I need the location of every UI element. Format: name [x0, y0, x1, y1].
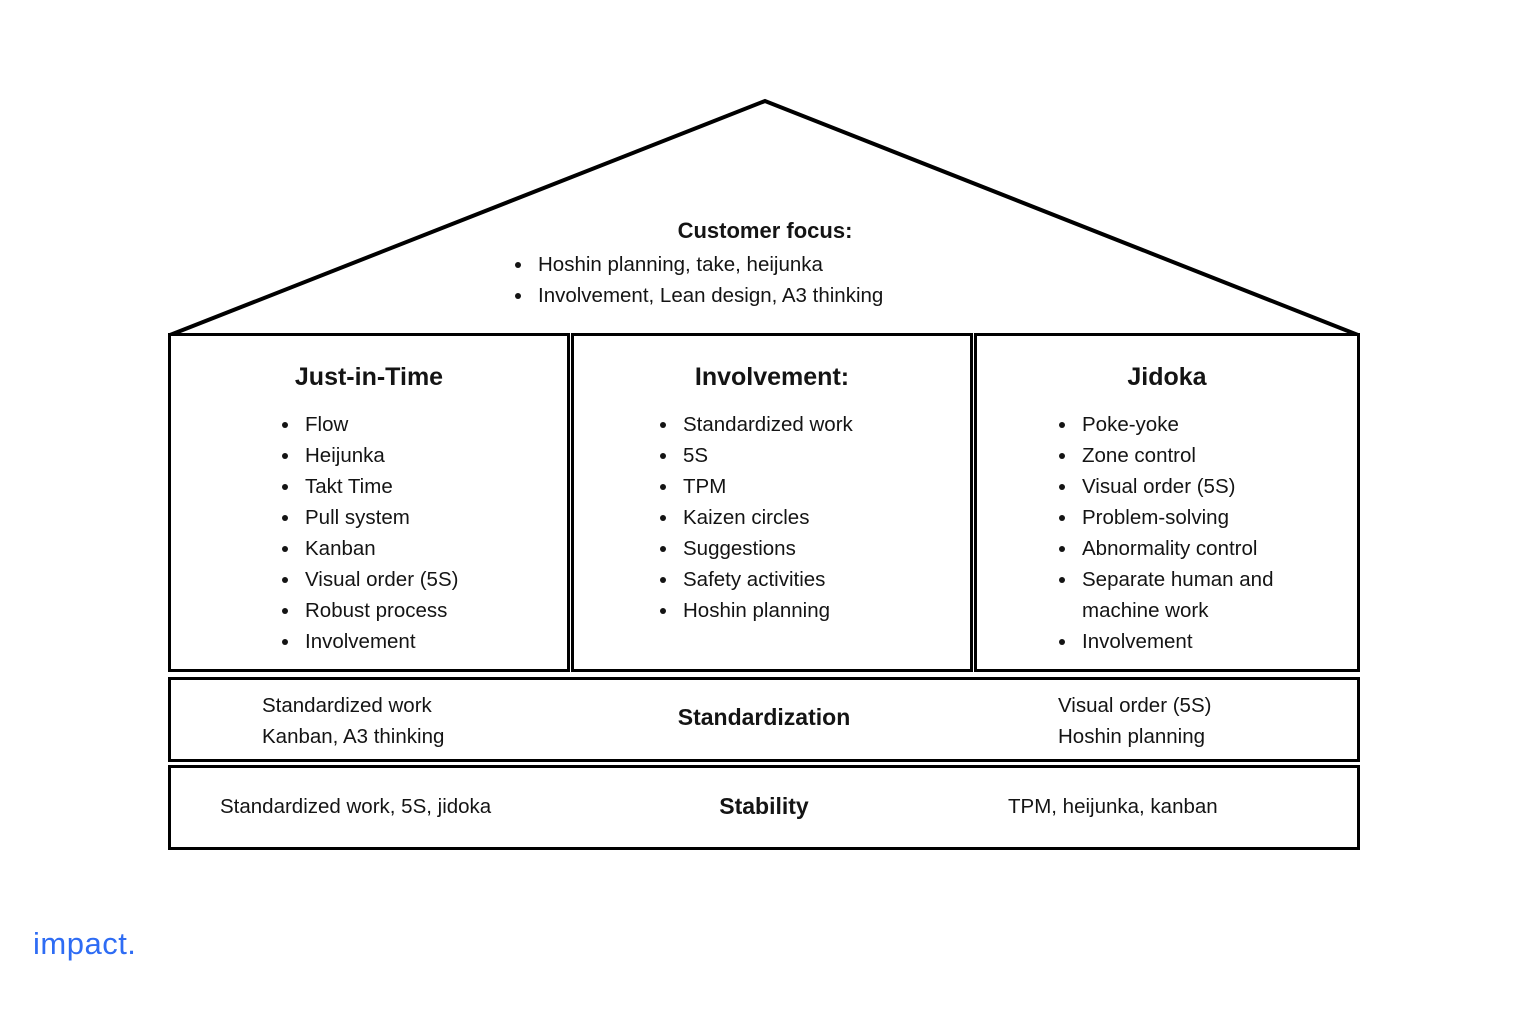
bullet-item: Zone control — [1078, 440, 1327, 471]
pillars-container: Just-in-Time Flow Heijunka Takt Time Pul… — [168, 333, 1360, 672]
standardization-right-line: Hoshin planning — [1058, 725, 1206, 748]
bullet-item: Flow — [301, 409, 567, 440]
bullet-item: Problem-solving — [1078, 502, 1327, 533]
bullet-item: Suggestions — [679, 533, 970, 564]
standardization-left-line: Standardized work — [262, 694, 432, 717]
pillar-jidoka: Jidoka Poke-yoke Zone control Visual ord… — [974, 333, 1360, 672]
stability-label: Stability — [719, 793, 809, 819]
roof-bullet-item: Hoshin planning, take, heijunka — [534, 249, 883, 280]
standardization-right-line: Visual order (5S) — [1058, 694, 1212, 717]
impact-logo: impact. — [33, 926, 137, 961]
bullet-item: Hoshin planning — [679, 595, 970, 626]
pillar-bullet-list: Flow Heijunka Takt Time Pull system Kanb… — [171, 409, 567, 657]
stability-left-text: Standardized work, 5S, jidoka — [220, 795, 492, 818]
standardization-row: Standardized work Kanban, A3 thinking St… — [168, 677, 1360, 762]
bullet-item: Visual order (5S) — [1078, 471, 1327, 502]
pillar-bullet-list: Standardized work 5S TPM Kaizen circles … — [574, 409, 970, 626]
bullet-item: Abnormality control — [1078, 533, 1327, 564]
bullet-item: Robust process — [301, 595, 567, 626]
stability-right-text: TPM, heijunka, kanban — [1008, 795, 1218, 818]
pillar-title: Involvement: — [694, 363, 850, 391]
bullet-item: TPM — [679, 471, 970, 502]
bullet-item: Involvement — [1078, 626, 1327, 657]
bullet-item: Safety activities — [679, 564, 970, 595]
roof-title: Customer focus: — [677, 218, 853, 243]
pillar-bullet-list: Poke-yoke Zone control Visual order (5S)… — [977, 409, 1357, 657]
standardization-left-line: Kanban, A3 thinking — [262, 725, 445, 748]
pillar-title: Just-in-Time — [294, 363, 444, 391]
bullet-item: Visual order (5S) — [301, 564, 567, 595]
roof-bullet-item: Involvement, Lean design, A3 thinking — [534, 280, 883, 311]
pillar-title: Jidoka — [1127, 363, 1207, 391]
bullet-item: Involvement — [301, 626, 567, 657]
standardization-label: Standardization — [677, 704, 851, 730]
standardization-left-text: Standardized work Kanban, A3 thinking — [262, 690, 444, 752]
bullet-item: Standardized work — [679, 409, 970, 440]
bullet-item: 5S — [679, 440, 970, 471]
bullet-item: Heijunka — [301, 440, 567, 471]
bullet-item: Takt Time — [301, 471, 567, 502]
stability-row: Standardized work, 5S, jidoka Stability … — [168, 765, 1360, 850]
pillar-just-in-time: Just-in-Time Flow Heijunka Takt Time Pul… — [168, 333, 570, 672]
roof-bullet-list: Hoshin planning, take, heijunka Involvem… — [508, 249, 883, 311]
bullet-item: Pull system — [301, 502, 567, 533]
bullet-item: Separate human and machine work — [1078, 564, 1327, 626]
standardization-right-text: Visual order (5S) Hoshin planning — [1058, 690, 1211, 752]
bullet-item: Kaizen circles — [679, 502, 970, 533]
bullet-item: Poke-yoke — [1078, 409, 1327, 440]
pillar-involvement: Involvement: Standardized work 5S TPM Ka… — [571, 333, 973, 672]
bullet-item: Kanban — [301, 533, 567, 564]
